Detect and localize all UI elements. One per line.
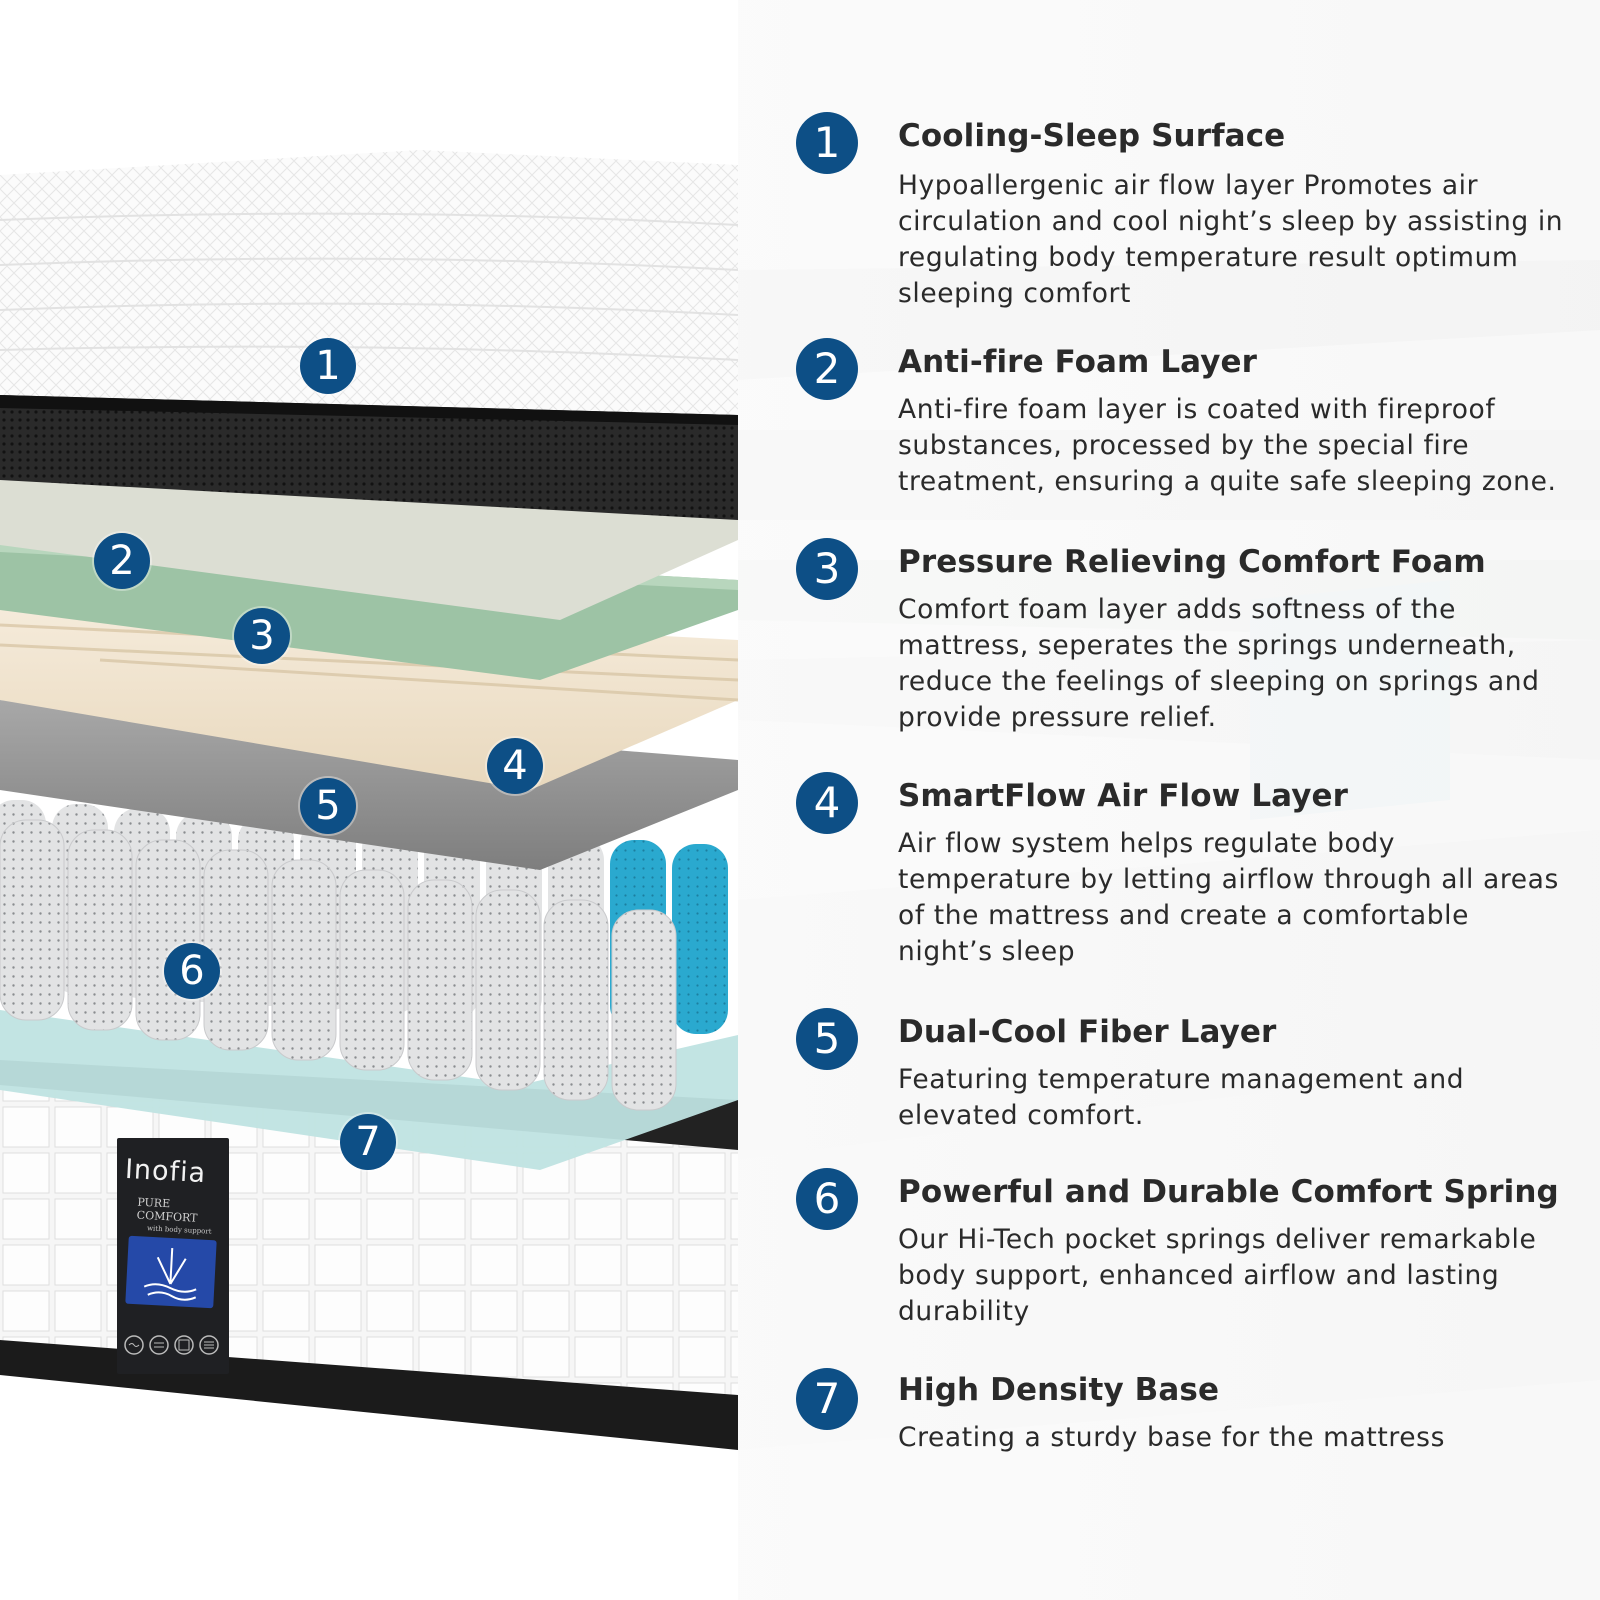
feature-title: High Density Base [898, 1372, 1220, 1408]
feature-description: Our Hi-Tech pocket springs deliver remar… [898, 1224, 1537, 1327]
air-flow-icon [143, 1247, 197, 1301]
feature-title: Powerful and Durable Comfort Spring [898, 1174, 1559, 1210]
number-badge-5: 5 [796, 1008, 858, 1070]
feature-description: Hypoallergenic air flow layer Promotes a… [898, 170, 1564, 309]
pocket-spring [339, 869, 405, 1071]
layer-badge-1: 1 [300, 338, 356, 394]
brand-screen [125, 1235, 217, 1309]
feature-description: Anti-fire foam layer is coated with fire… [898, 394, 1557, 497]
number-badge-6: 6 [796, 1168, 858, 1230]
feature-title: Anti-fire Foam Layer [898, 344, 1258, 380]
feature-description: Creating a sturdy base for the mattress [898, 1422, 1445, 1453]
feature-description: Comfort foam layer adds softness of the … [898, 594, 1540, 733]
feature-description: Featuring temperature management and ele… [898, 1064, 1465, 1131]
feature-title: Cooling-Sleep Surface [898, 118, 1286, 154]
number-badge-4: 4 [796, 772, 858, 834]
brand-feature-icons [124, 1335, 219, 1355]
pocket-spring [67, 829, 133, 1031]
layer-descriptions: 1 Cooling-Sleep Surface Hypoallergenic a… [738, 0, 1600, 1600]
feature-title: Pressure Relieving Comfort Foam [898, 544, 1486, 580]
number-badge-3: 3 [796, 538, 858, 600]
layers-icon [199, 1335, 219, 1355]
feature-title: Dual-Cool Fiber Layer [898, 1014, 1277, 1050]
pocket-spring [611, 909, 677, 1111]
pocket-spring [475, 889, 541, 1091]
spring-icon [174, 1335, 194, 1355]
layer-badge-7: 7 [340, 1114, 396, 1170]
air-flow-icon [149, 1335, 169, 1355]
layer-badge-4: 4 [487, 738, 543, 794]
pocket-spring [672, 844, 728, 1034]
pocket-spring [271, 859, 337, 1061]
feature-title: SmartFlow Air Flow Layer [898, 778, 1349, 814]
number-badge-7: 7 [796, 1368, 858, 1430]
brand-subtitle: PURE COMFORT [136, 1195, 198, 1225]
brand-label: Inofia PURE COMFORT with body support [117, 1138, 229, 1374]
pocket-spring [407, 879, 473, 1081]
layer-badge-3: 3 [234, 608, 290, 664]
brand-name: Inofia [124, 1153, 207, 1190]
brand-note: with body support [146, 1224, 212, 1236]
layer-badge-5: 5 [300, 778, 356, 834]
wave-icon [124, 1335, 144, 1355]
number-badge-1: 1 [796, 112, 858, 174]
number-badge-2: 2 [796, 338, 858, 400]
feature-description: Air flow system helps regulate body temp… [898, 828, 1559, 967]
pocket-spring [543, 899, 609, 1101]
layer-badge-6: 6 [164, 943, 220, 999]
pocket-spring [0, 819, 65, 1021]
layer-badge-2: 2 [94, 533, 150, 589]
